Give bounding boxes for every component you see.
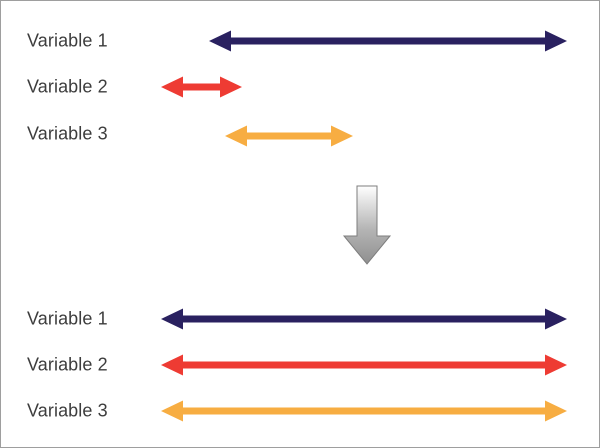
- bottom-arrow-group: [161, 308, 567, 422]
- row-label: Variable 2: [27, 354, 108, 375]
- arrow-down-icon: [342, 185, 392, 265]
- top-arrow-group: [161, 30, 567, 147]
- row-label: Variable 3: [27, 400, 108, 421]
- row-label: Variable 1: [27, 30, 108, 51]
- double-headed-arrow: [209, 30, 567, 52]
- transition-arrow-group: [342, 185, 392, 265]
- row-label: Variable 3: [27, 123, 108, 144]
- row-label: Variable 2: [27, 76, 108, 97]
- double-headed-arrow: [161, 354, 567, 376]
- double-headed-arrow: [161, 400, 567, 422]
- double-headed-arrow: [161, 76, 242, 98]
- double-headed-arrow: [225, 125, 353, 147]
- double-headed-arrow: [161, 308, 567, 330]
- row-label: Variable 1: [27, 308, 108, 329]
